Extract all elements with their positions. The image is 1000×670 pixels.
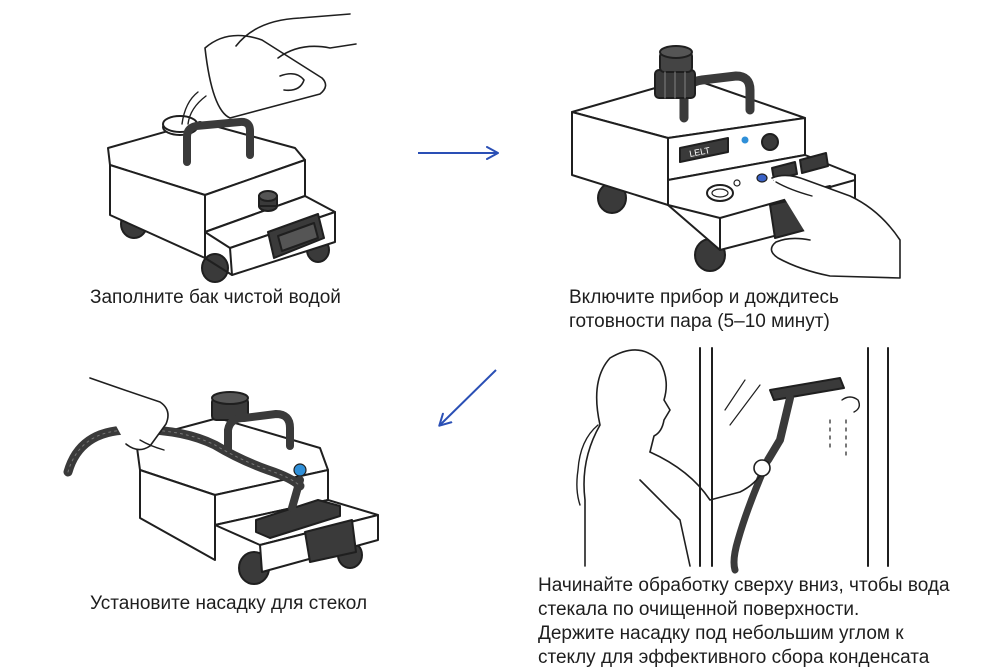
caption-line: готовности пара (5–10 минут) bbox=[569, 311, 830, 332]
caption-line: Начинайте обработку сверху вниз, чтобы в… bbox=[538, 575, 950, 596]
step3-caption: Установите насадку для стекол bbox=[90, 592, 367, 616]
caption-line: Держите насадку под небольшим углом к bbox=[538, 623, 904, 644]
caption-line: Включите прибор и дождитесь bbox=[569, 287, 839, 308]
step1-caption: Заполните бак чистой водой bbox=[90, 286, 341, 310]
pour-water-illustration bbox=[107, 13, 357, 283]
caption-line: Заполните бак чистой водой bbox=[90, 287, 341, 308]
step4-caption: Начинайте обработку сверху вниз, чтобы в… bbox=[538, 574, 950, 670]
caption-line: Установите насадку для стекол bbox=[90, 593, 368, 614]
brand-logo: LELT bbox=[688, 145, 711, 159]
woman-cleaning-window-illustration bbox=[576, 347, 889, 574]
step2-caption: Включите прибор и дождитесь готовности п… bbox=[569, 286, 839, 334]
attach-nozzle-illustration bbox=[63, 377, 379, 585]
arrow-down-left-icon bbox=[438, 369, 497, 427]
press-button-illustration bbox=[571, 45, 901, 279]
caption-line: стеклу для эффективного сбора конденсата bbox=[538, 647, 930, 668]
caption-line: стекала по очищенной поверхности. bbox=[538, 599, 860, 620]
